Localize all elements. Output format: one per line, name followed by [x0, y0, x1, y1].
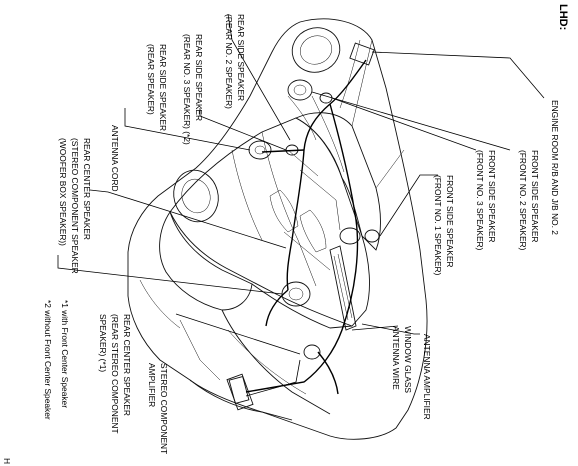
label-rear-no2-a: REAR SIDE SPEAKER: [236, 14, 246, 101]
label-rear-woofer-c: (WOOFER BOX SPEAKER)): [58, 138, 68, 246]
label-front-no3-a: FRONT SIDE SPEAKER: [487, 150, 497, 242]
label-rear-center-a: REAR CENTER SPEAKER: [122, 314, 132, 416]
label-stereo-amp-b: AMPLIFIER: [147, 363, 157, 407]
label-stereo-amp-a: STEREO COMPONENT: [159, 363, 169, 454]
label-front-no2-b: (FRONT NO. 2 SPEAKER): [518, 150, 528, 251]
label-rear-woofer-a: REAR CENTER SPEAKER: [82, 138, 92, 240]
label-rear-woofer-b: (STEREO COMPONENT SPEAKER: [70, 138, 80, 274]
window-glass-antenna: [329, 245, 357, 331]
rear-center-woofer: [281, 281, 311, 307]
note-with-front-center: *1 with Front Center Speaker: [60, 300, 70, 408]
label-window-glass-a: WINDOW GLASS: [403, 326, 413, 393]
label-window-glass-b: ANTENNA WIRE: [391, 326, 401, 390]
car-body-outline: [127, 18, 428, 440]
label-front-no3-b: (FRONT NO. 3 SPEAKER): [475, 150, 485, 251]
label-antenna-amplifier: ANTENNA AMPLIFIER: [422, 334, 432, 420]
leader-lines: [57, 13, 545, 397]
label-rear-center-c: SPEAKER) (*1): [98, 314, 108, 372]
label-rear-no3-a: REAR SIDE SPEAKER: [194, 34, 204, 121]
corner-mark: H: [2, 458, 12, 464]
label-rear-speaker-b: (REAR SPEAKER): [146, 44, 156, 115]
label-rear-speaker-a: REAR SIDE SPEAKER: [158, 44, 168, 131]
engine-room-jb: [349, 42, 375, 66]
label-rear-no3-b: (REAR NO. 3 SPEAKER) (*2): [182, 34, 192, 145]
label-engine-room: ENGINE ROOM R/B AND J/B NO. 2: [550, 100, 560, 235]
rear-center-speaker: [303, 344, 321, 360]
label-front-no1-a: FRONT SIDE SPEAKER: [445, 175, 455, 267]
front-no1-speaker: [339, 227, 361, 245]
front-no2-speaker: [287, 79, 313, 101]
title-lhd: LHD:: [557, 4, 569, 30]
stereo-amplifier: [228, 376, 250, 404]
note-without-front-center: *2 without Front Center Speaker: [43, 300, 53, 420]
label-antenna-cord: ANTENNA CORD: [110, 125, 120, 192]
labels: ENGINE ROOM R/B AND J/B NO. 2 FRONT SIDE…: [43, 14, 560, 454]
wiring-harness: [245, 59, 367, 395]
rear-no2-speaker: [248, 140, 272, 160]
label-rear-no2-b: (REAR NO. 2 SPEAKER): [224, 14, 234, 109]
label-front-no1-b: (FRONT NO. 1 SPEAKER): [433, 175, 443, 276]
label-front-no2-a: FRONT SIDE SPEAKER: [530, 150, 540, 242]
label-rear-center-b: (REAR STEREO COMPONENT: [110, 314, 120, 434]
